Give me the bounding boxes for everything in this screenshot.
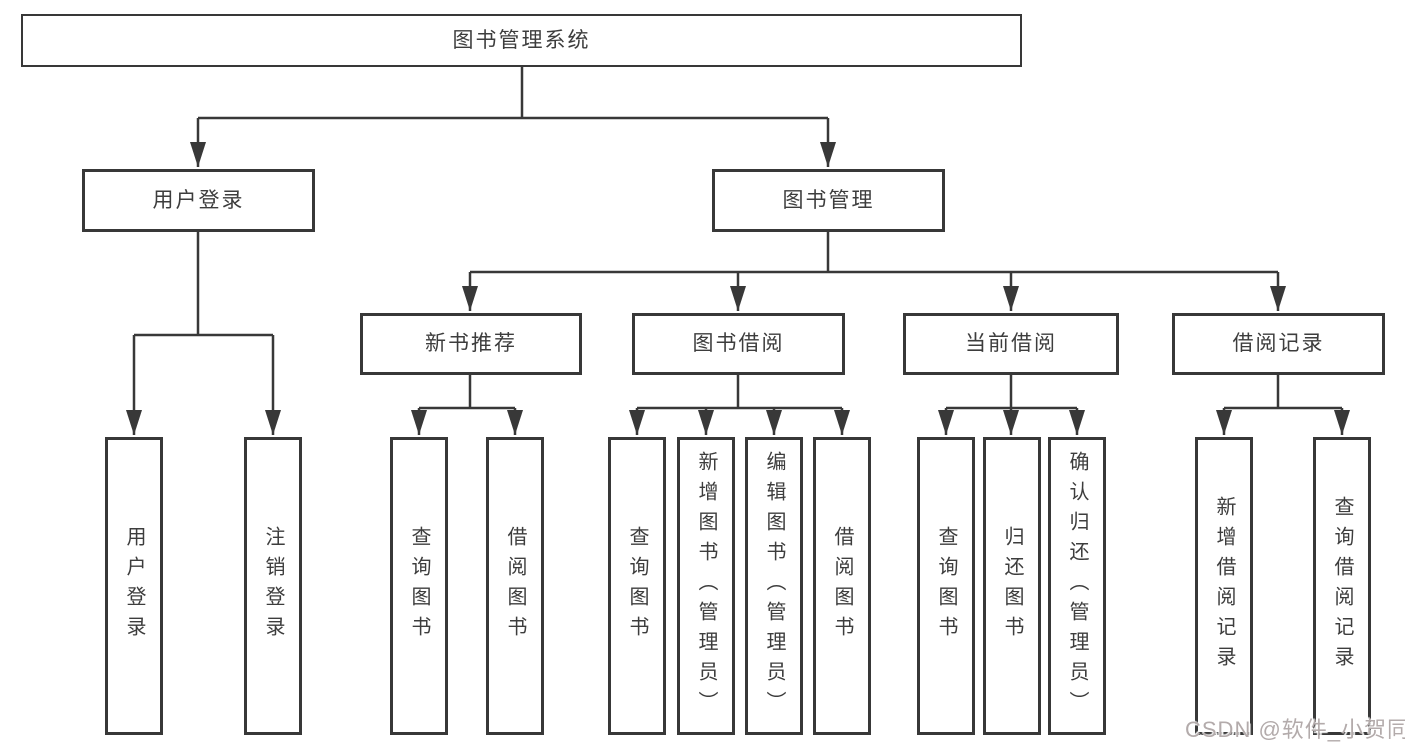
leaf-search-books-borrowing: 查询图书 (608, 437, 666, 735)
node-new-book-recommendation: 新书推荐 (360, 313, 582, 375)
leaf-confirm-return-admin: 确认归还（管理员） (1048, 437, 1106, 735)
leaf-search-books-recommend: 查询图书 (390, 437, 448, 735)
node-user-login: 用户登录 (82, 169, 315, 232)
watermark: CSDN @软件_小贺同学 (1185, 717, 1405, 742)
node-current-borrowing: 当前借阅 (903, 313, 1119, 375)
node-book-borrowing: 图书借阅 (632, 313, 845, 375)
leaf-add-books-admin: 新增图书（管理员） (677, 437, 735, 735)
leaf-logout: 注销登录 (244, 437, 302, 735)
leaf-edit-books-admin: 编辑图书（管理员） (745, 437, 803, 735)
branch-rails (134, 66, 1342, 410)
leaf-borrow-books-recommend: 借阅图书 (486, 437, 544, 735)
node-root: 图书管理系统 (21, 14, 1022, 67)
leaf-search-books-current: 查询图书 (917, 437, 975, 735)
leaf-add-borrow-record: 新增借阅记录 (1195, 437, 1253, 735)
leaf-return-books: 归还图书 (983, 437, 1041, 735)
node-book-management: 图书管理 (712, 169, 945, 232)
leaf-borrow-books-borrowing: 借阅图书 (813, 437, 871, 735)
leaf-user-login: 用户登录 (105, 437, 163, 735)
leaf-search-borrow-record: 查询借阅记录 (1313, 437, 1371, 735)
node-borrowing-records: 借阅记录 (1172, 313, 1385, 375)
